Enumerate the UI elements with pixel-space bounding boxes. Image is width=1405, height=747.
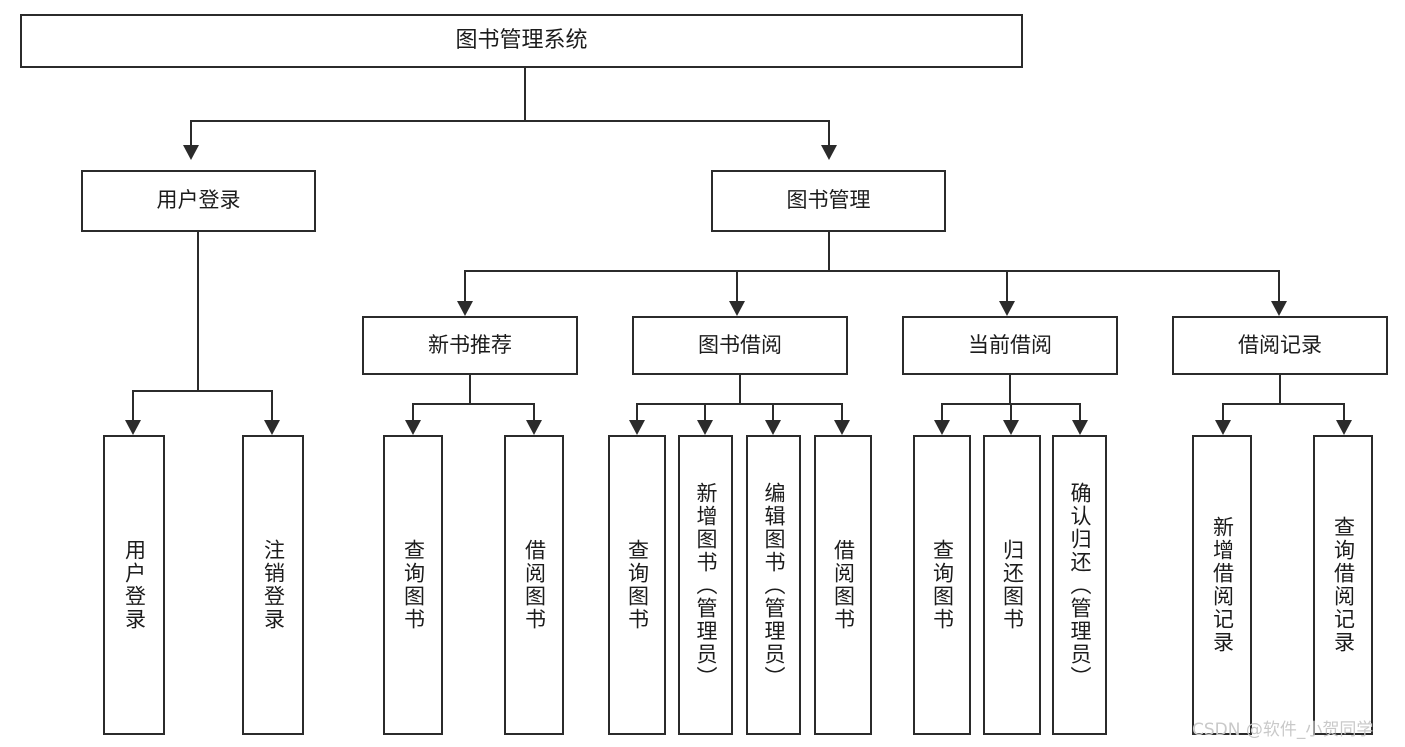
node-book-borrow[interactable]: 图书借阅: [632, 316, 848, 375]
connector-bookmgmt-to-newbooks: [464, 270, 466, 301]
node-label: 借阅记录: [1238, 332, 1322, 357]
arrow-current-to-leaf1: [934, 420, 950, 435]
node-label: 借阅图书: [522, 539, 547, 631]
connector-records-bus: [1222, 403, 1344, 405]
leaf-add-book-admin[interactable]: 新增图书（管理员）: [678, 435, 733, 735]
leaf-borrow-books-borrow[interactable]: 借阅图书: [814, 435, 872, 735]
node-label: 编辑图书（管理员）: [762, 481, 786, 689]
arrow-login-to-leaf2: [264, 420, 280, 435]
connector-current-to-leaf2: [1010, 403, 1012, 420]
connector-current-to-leaf3: [1079, 403, 1081, 420]
connector-bookmgmt-bus: [464, 270, 1280, 272]
node-label: 图书管理: [786, 188, 871, 213]
node-label: 图书管理系统: [455, 27, 588, 53]
node-label: 用户登录: [122, 539, 147, 631]
node-book-management[interactable]: 图书管理: [711, 170, 946, 232]
connector-borrow-bus: [636, 403, 843, 405]
arrow-bookmgmt-to-newbooks: [457, 301, 473, 316]
node-root-library-system[interactable]: 图书管理系统: [20, 14, 1023, 68]
arrow-newbooks-to-leaf2: [526, 420, 542, 435]
node-label: 新增图书（管理员）: [694, 481, 718, 689]
connector-borrow-to-leaf3: [772, 403, 774, 420]
leaf-borrow-books-newbooks[interactable]: 借阅图书: [504, 435, 564, 735]
connector-borrow-to-leaf2: [704, 403, 706, 420]
node-label: 借阅图书: [831, 539, 856, 631]
arrow-root-to-bookmgmt: [821, 145, 837, 160]
leaf-search-books-borrow[interactable]: 查询图书: [608, 435, 666, 735]
arrow-borrow-to-leaf2: [697, 420, 713, 435]
connector-bookmgmt-to-current: [1006, 270, 1008, 301]
arrow-borrow-to-leaf3: [765, 420, 781, 435]
node-label: 注销登录: [261, 539, 286, 631]
connector-borrow-to-leaf4: [841, 403, 843, 420]
connector-newbooks-to-leaf1: [412, 403, 414, 420]
node-label: 查询图书: [625, 539, 650, 631]
connector-bookmgmt-stem: [828, 232, 830, 270]
arrow-root-to-login: [183, 145, 199, 160]
leaf-search-books-newbooks[interactable]: 查询图书: [383, 435, 443, 735]
arrow-records-to-leaf2: [1336, 420, 1352, 435]
connector-borrow-stem: [739, 375, 741, 403]
node-current-borrow[interactable]: 当前借阅: [902, 316, 1118, 375]
leaf-edit-book-admin[interactable]: 编辑图书（管理员）: [746, 435, 801, 735]
arrow-bookmgmt-to-borrow: [729, 301, 745, 316]
connector-current-stem: [1009, 375, 1011, 403]
node-label: 确认归还（管理员）: [1068, 481, 1092, 689]
leaf-add-borrow-record[interactable]: 新增借阅记录: [1192, 435, 1252, 735]
connector-borrow-to-leaf1: [636, 403, 638, 420]
leaf-return-books[interactable]: 归还图书: [983, 435, 1041, 735]
leaf-search-books-current[interactable]: 查询图书: [913, 435, 971, 735]
connector-login-bus: [132, 390, 272, 392]
connector-bookmgmt-to-records: [1278, 270, 1280, 301]
connector-records-to-leaf2: [1343, 403, 1345, 420]
csdn-watermark: CSDN @软件_小贺同学: [1192, 715, 1373, 740]
node-label: 新增借阅记录: [1210, 516, 1235, 654]
arrow-bookmgmt-to-current: [999, 301, 1015, 316]
leaf-search-borrow-record[interactable]: 查询借阅记录: [1313, 435, 1373, 735]
arrow-login-to-leaf1: [125, 420, 141, 435]
node-label: 用户登录: [156, 188, 241, 213]
connector-records-to-leaf1: [1222, 403, 1224, 420]
arrow-newbooks-to-leaf1: [405, 420, 421, 435]
node-label: 查询借阅记录: [1331, 516, 1356, 654]
connector-records-stem: [1279, 375, 1281, 403]
arrow-current-to-leaf2: [1003, 420, 1019, 435]
leaf-user-login[interactable]: 用户登录: [103, 435, 165, 735]
connector-root-to-login: [190, 120, 192, 145]
connector-root-stem: [524, 68, 526, 120]
node-label: 当前借阅: [968, 332, 1052, 357]
arrow-borrow-to-leaf4: [834, 420, 850, 435]
arrow-current-to-leaf3: [1072, 420, 1088, 435]
arrow-records-to-leaf1: [1215, 420, 1231, 435]
connector-login-stem: [197, 232, 199, 390]
connector-login-to-leaf2: [271, 390, 273, 420]
node-new-book-recommend[interactable]: 新书推荐: [362, 316, 578, 375]
node-label: 查询图书: [930, 539, 955, 631]
connector-current-to-leaf1: [941, 403, 943, 420]
leaf-logout[interactable]: 注销登录: [242, 435, 304, 735]
watermark-text: CSDN @软件_小贺同学: [1192, 720, 1374, 740]
arrow-bookmgmt-to-records: [1271, 301, 1287, 316]
node-label: 归还图书: [1000, 539, 1025, 631]
arrow-borrow-to-leaf1: [629, 420, 645, 435]
connector-newbooks-stem: [469, 375, 471, 403]
node-label: 新书推荐: [428, 332, 512, 357]
connector-root-bus: [190, 120, 830, 122]
connector-bookmgmt-to-borrow: [736, 270, 738, 301]
node-user-login[interactable]: 用户登录: [81, 170, 316, 232]
node-label: 查询图书: [401, 539, 426, 631]
connector-root-to-bookmgmt: [828, 120, 830, 145]
node-label: 图书借阅: [698, 332, 782, 357]
connector-login-to-leaf1: [132, 390, 134, 420]
connector-newbooks-bus: [412, 403, 534, 405]
leaf-confirm-return-admin[interactable]: 确认归还（管理员）: [1052, 435, 1107, 735]
connector-newbooks-to-leaf2: [533, 403, 535, 420]
node-borrow-records[interactable]: 借阅记录: [1172, 316, 1388, 375]
